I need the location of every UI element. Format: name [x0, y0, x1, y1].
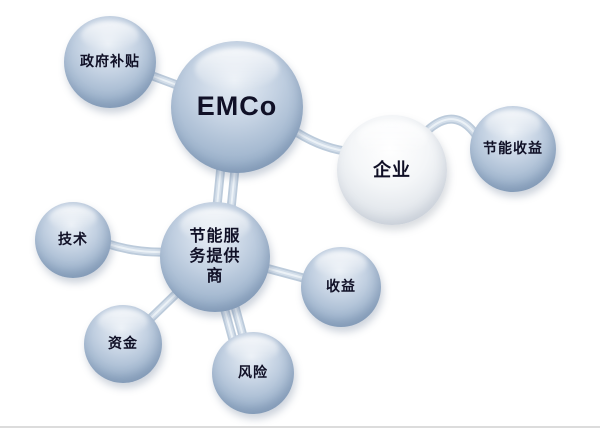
node-technology-label: 技术 [58, 231, 88, 248]
connector-enterprise-energy-saving-benefit [428, 119, 476, 135]
node-risk-label: 风险 [238, 364, 268, 381]
node-energy-service-provider: 节能服务提供商 [160, 202, 270, 312]
node-revenue-label: 收益 [326, 278, 356, 295]
node-energy-saving-benefit: 节能收益 [470, 106, 556, 192]
node-capital-label: 资金 [108, 335, 138, 352]
node-revenue: 收益 [301, 247, 381, 327]
node-capital: 资金 [84, 305, 162, 383]
connector-energy-service-provider-capital [150, 292, 178, 319]
node-government-subsidy-label: 政府补贴 [80, 53, 140, 70]
bottom-divider [0, 426, 600, 428]
node-emco-label: EMCo [196, 91, 278, 122]
connector-technology-energy-service-provider [105, 243, 165, 252]
node-emco: EMCo [171, 41, 303, 173]
node-government-subsidy: 政府补贴 [64, 16, 156, 108]
node-enterprise: 企业 [337, 115, 447, 225]
node-risk: 风险 [212, 332, 294, 414]
connector-energy-service-provider-revenue [262, 267, 307, 279]
node-enterprise-label: 企业 [373, 159, 411, 180]
node-technology: 技术 [35, 202, 111, 278]
node-energy-saving-benefit-label: 节能收益 [483, 140, 543, 157]
node-energy-service-provider-label: 节能服务提供商 [189, 228, 241, 285]
